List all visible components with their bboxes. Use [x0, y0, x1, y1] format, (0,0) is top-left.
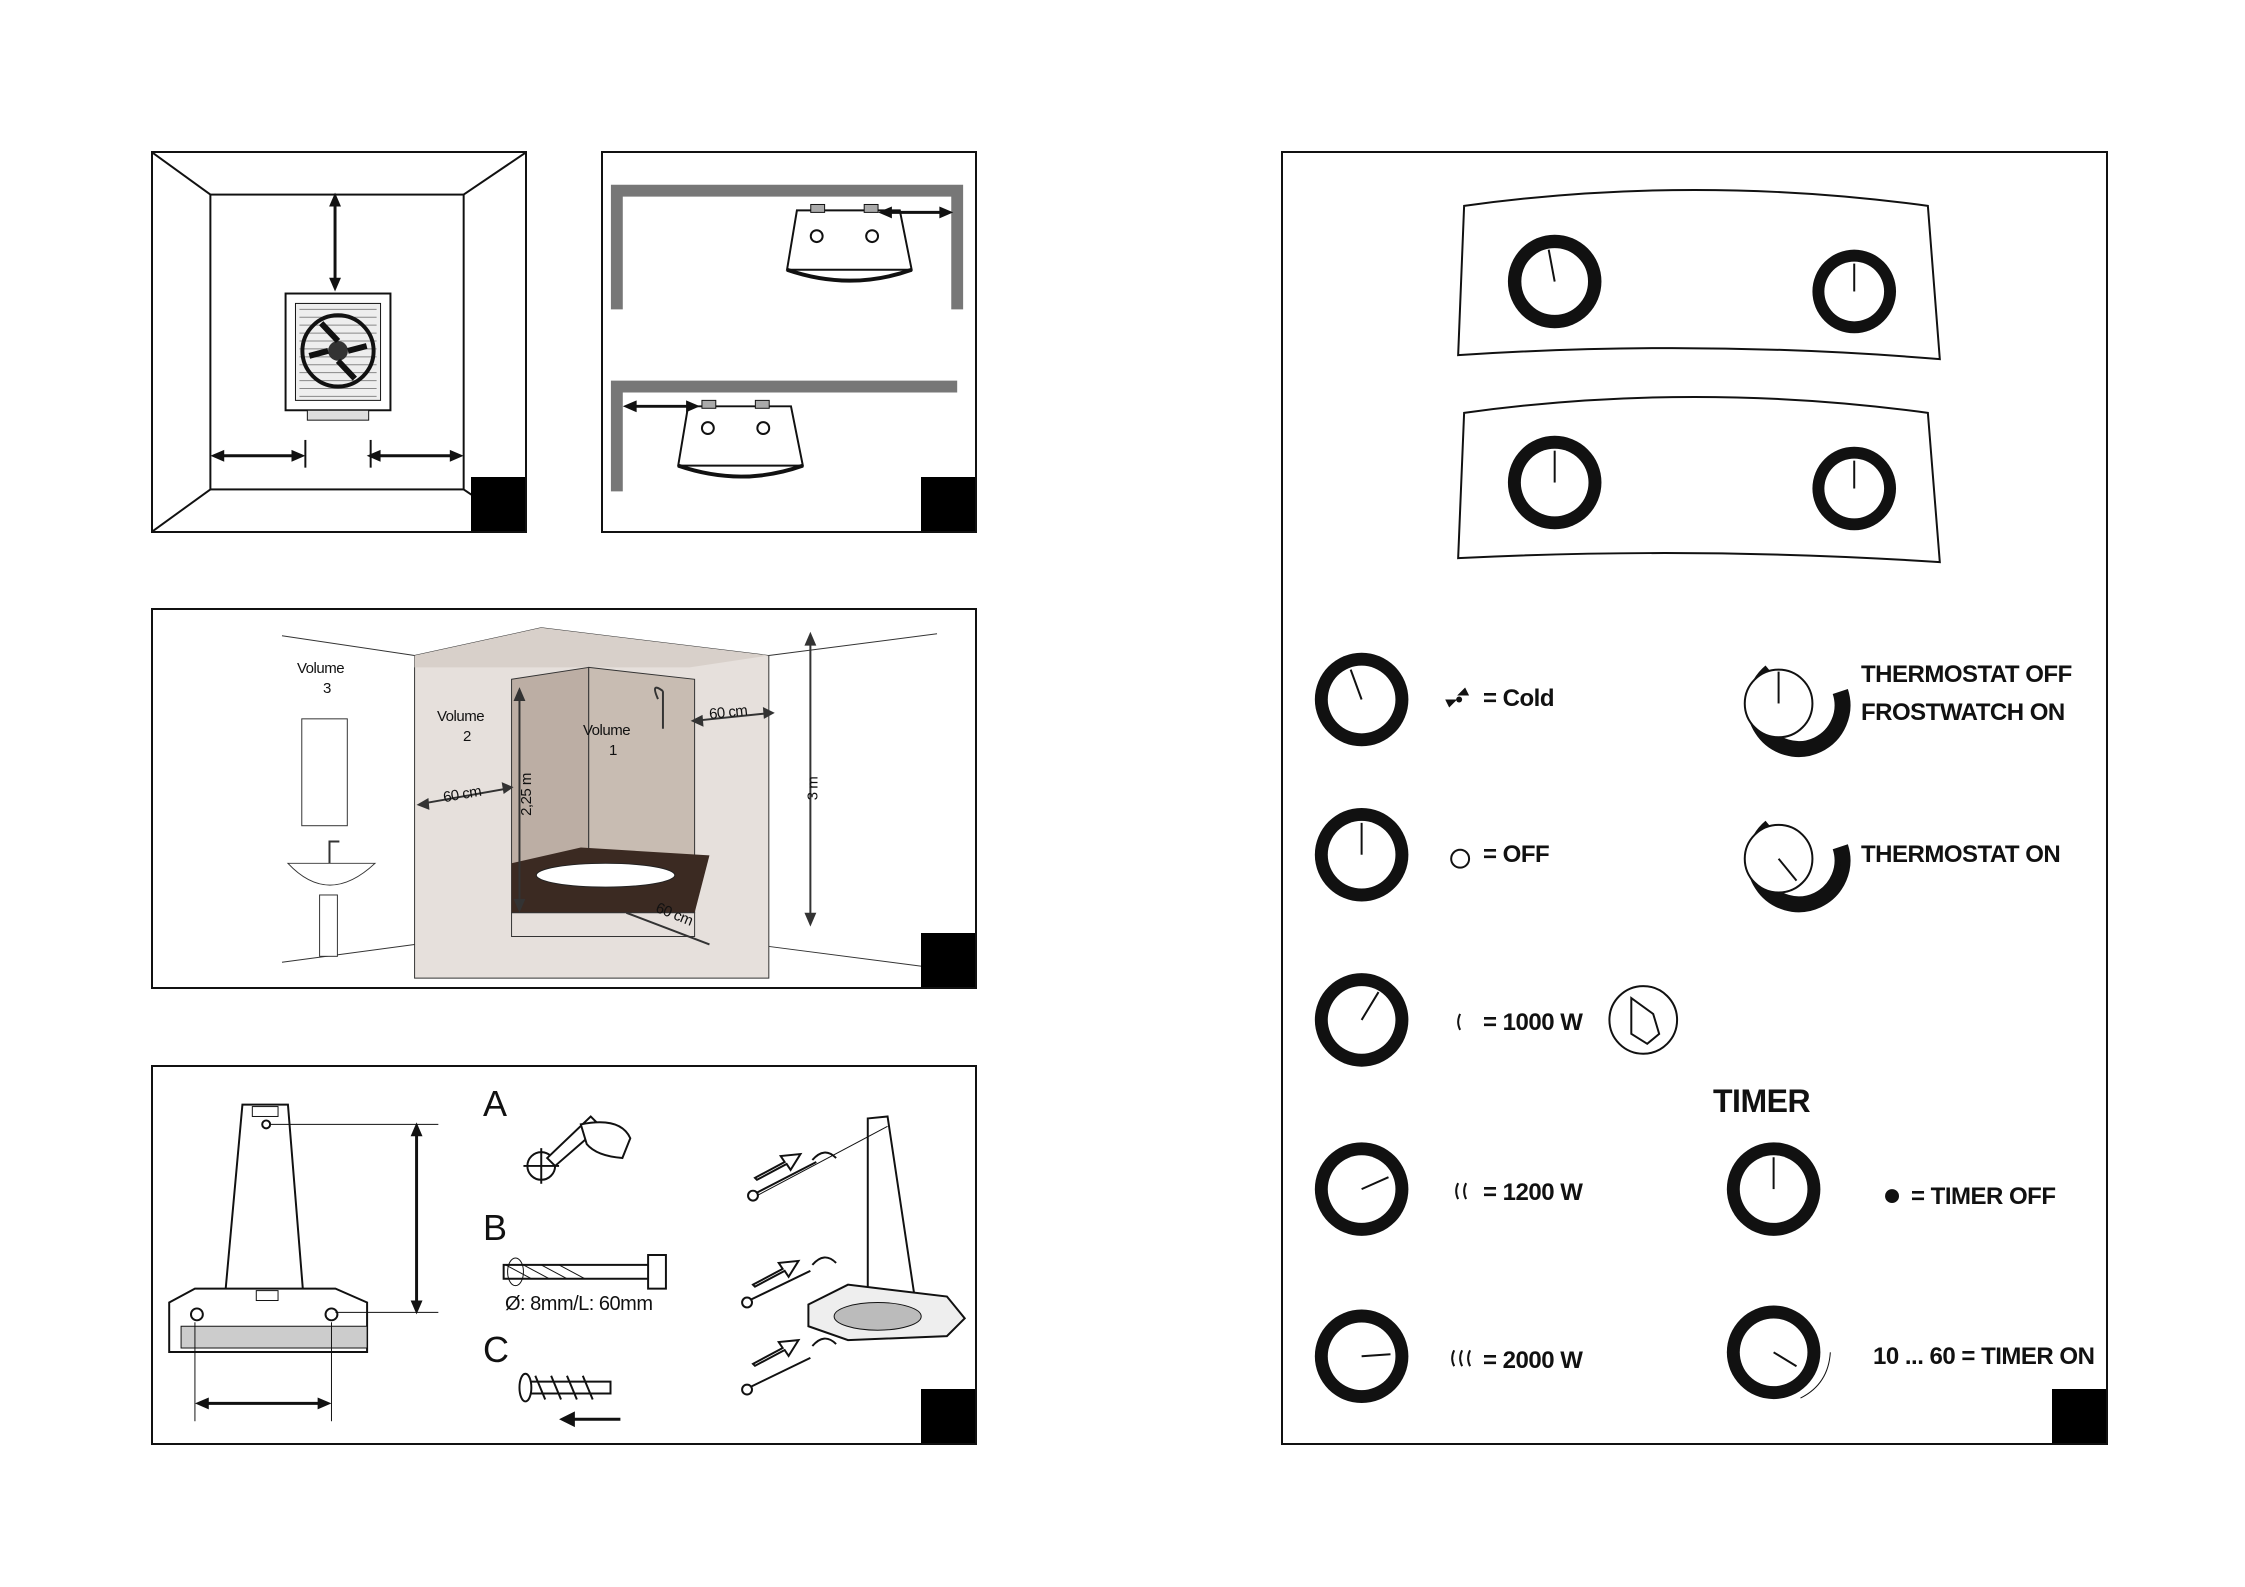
- thermostat-off-label: THERMOSTAT OFF: [1861, 661, 2072, 689]
- controls-drawing: [1283, 153, 2106, 1443]
- panel-wall-clearance-top: [601, 151, 977, 533]
- panel-controls: = Cold = OFF = 1000 W = 1200 W = 2000 W …: [1281, 151, 2108, 1445]
- page-corner-marker: [471, 477, 525, 531]
- volume-1-number: 1: [609, 742, 617, 759]
- panel-wall-clearance-front: [151, 151, 527, 533]
- page-corner-marker: [921, 477, 975, 531]
- page-corner-marker: [2052, 1389, 2106, 1443]
- volume-3-label: Volume: [297, 660, 344, 677]
- step-b-label: B: [483, 1207, 507, 1249]
- thermostat-on-label: THERMOSTAT ON: [1861, 841, 2060, 869]
- drill-spec-label: Ø: 8mm/L: 60mm: [505, 1293, 652, 1316]
- frostwatch-on-label: FROSTWATCH ON: [1861, 699, 2065, 727]
- wall-clearance-front-drawing: [153, 153, 525, 531]
- page-corner-marker: [921, 1389, 975, 1443]
- power-2000w-label: = 2000 W: [1483, 1347, 1582, 1375]
- wall-clearance-top-drawing: [603, 153, 975, 531]
- volume-1-label: Volume: [583, 722, 630, 739]
- volume-2-label: Volume: [437, 708, 484, 725]
- wall-mounting-drawing: [153, 1067, 975, 1443]
- timer-off-label: = TIMER OFF: [1911, 1183, 2056, 1211]
- timer-on-label: 10 ... 60 = TIMER ON: [1873, 1343, 2094, 1371]
- step-c-label: C: [483, 1329, 509, 1371]
- dim-2-25m: 2,25 m: [518, 773, 535, 816]
- power-1000w-label: = 1000 W: [1483, 1009, 1582, 1037]
- volume-3-number: 3: [323, 680, 331, 697]
- off-label: = OFF: [1483, 841, 1549, 869]
- bathroom-volumes-drawing: [153, 610, 975, 987]
- panel-bathroom-volumes: Volume 3 Volume 2 Volume 1 60 cm 60 cm 6…: [151, 608, 977, 989]
- step-a-label: A: [483, 1083, 507, 1125]
- page-corner-marker: [921, 933, 975, 987]
- dim-3m: 3 m: [804, 777, 821, 801]
- volume-2-number: 2: [463, 728, 471, 745]
- panel-wall-mounting: A B C Ø: 8mm/L: 60mm: [151, 1065, 977, 1445]
- cold-label: = Cold: [1483, 685, 1554, 713]
- timer-heading: TIMER: [1713, 1083, 1810, 1120]
- power-1200w-label: = 1200 W: [1483, 1179, 1582, 1207]
